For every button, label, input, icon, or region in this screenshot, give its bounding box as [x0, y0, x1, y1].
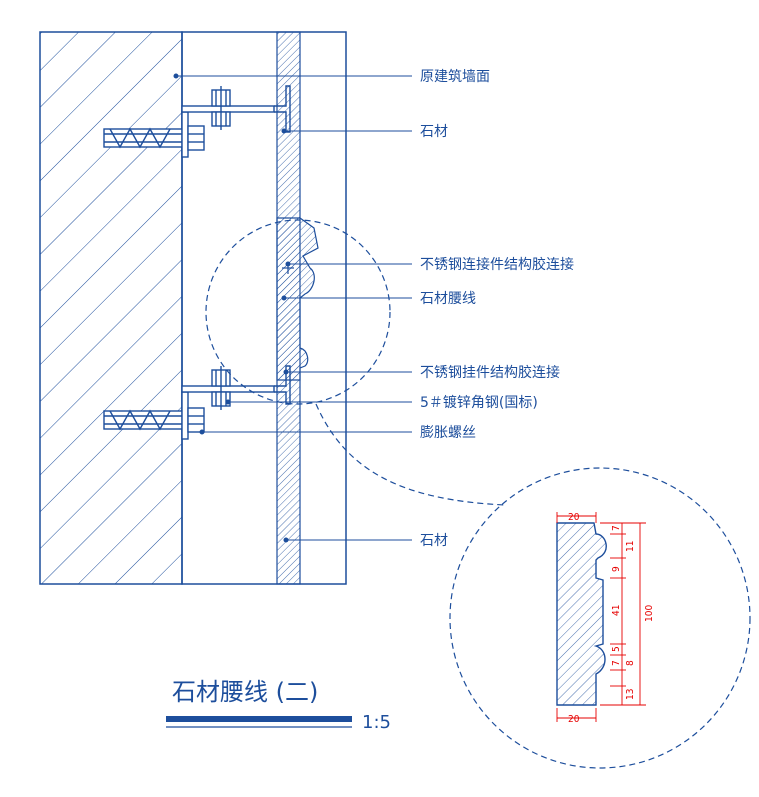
label-angle-steel: 5＃镀锌角钢(国标)	[420, 394, 538, 411]
dim-9: 9	[611, 566, 622, 572]
dim-100: 100	[644, 605, 655, 622]
leader-lines	[173, 73, 412, 543]
label-ss-connector: 不锈钢连接件结构胶连接	[420, 256, 574, 273]
label-original-wall: 原建筑墙面	[420, 69, 490, 85]
dim-13: 13	[625, 689, 636, 700]
dim-11: 11	[625, 541, 636, 552]
lower-anchor	[103, 365, 291, 440]
dim-7: 7	[611, 525, 622, 531]
dimension-lines	[556, 512, 646, 722]
dim-8: 8	[625, 660, 636, 666]
detail-circle-large	[449, 467, 751, 769]
label-stone-waistline: 石材腰线	[420, 291, 476, 307]
dim-41: 41	[611, 605, 622, 616]
dim-7b: 7	[611, 660, 622, 666]
detail-circle-small	[205, 219, 391, 405]
label-stone-bottom: 石材	[420, 533, 448, 549]
title-underline-thick	[166, 716, 352, 722]
upper-anchor	[103, 85, 291, 158]
label-stone-top: 石材	[420, 124, 448, 140]
dim-bottom-width: 20	[568, 714, 580, 725]
dim-5: 5	[611, 646, 622, 652]
drawing-title: 石材腰线 (二)	[172, 678, 318, 706]
original-wall	[39, 31, 183, 585]
label-expansion-bolt: 膨胀螺丝	[420, 424, 476, 441]
detail-leader-curve	[315, 403, 506, 506]
cavity-outline	[181, 31, 347, 585]
waistline-detail	[556, 522, 607, 706]
dim-top-width: 20	[568, 512, 580, 523]
label-ss-hanger: 不锈钢挂件结构胶连接	[420, 364, 560, 381]
drawing-scale: 1:5	[362, 712, 391, 733]
stone-waistline-profile	[276, 217, 319, 381]
